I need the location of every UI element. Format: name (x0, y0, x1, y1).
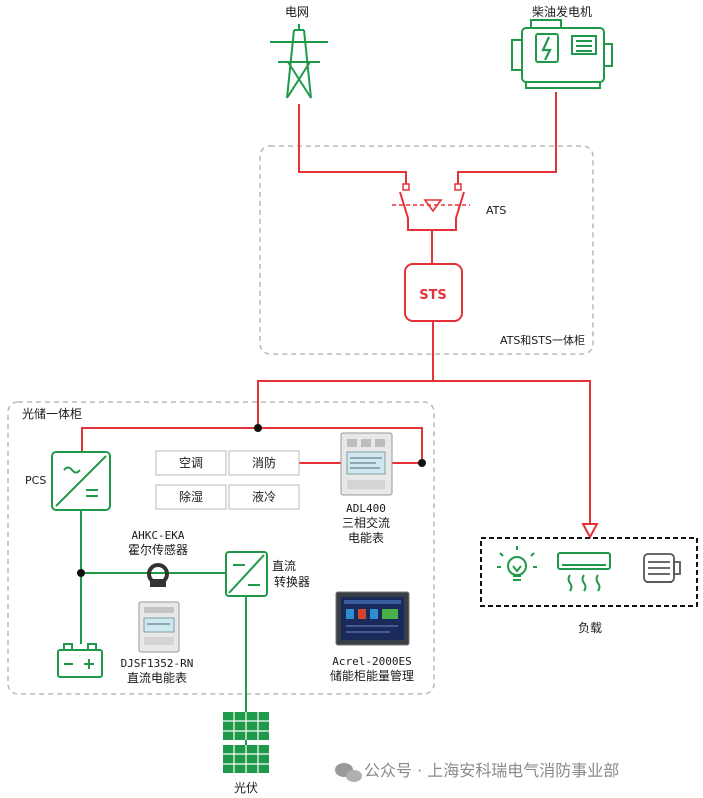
ats-switch-icon (392, 191, 470, 264)
ats-label: ATS (486, 204, 506, 217)
ats-sts-cabinet-border (259, 145, 594, 355)
ems-desc-label: 储能柜能量管理 (330, 668, 414, 683)
junction-dot (254, 424, 262, 432)
ems-model-label: Acrel-2000ES (332, 655, 411, 668)
sts-label: STS (419, 288, 447, 303)
fire-box (228, 450, 300, 476)
watermark-text: 公众号 · 上海安科瑞电气消防事业部 (364, 761, 619, 780)
pcs-icon (51, 451, 111, 511)
hall-desc-label: 霍尔传感器 (128, 542, 188, 557)
fire-label: 消防 (252, 455, 276, 470)
load-box (480, 537, 698, 607)
ac-bus-line (257, 380, 591, 524)
liquid-cool-label: 液冷 (252, 489, 276, 504)
grid-tower-icon (270, 24, 328, 99)
storage-cabinet-label: 光储一体柜 (22, 406, 82, 421)
pv-label: 光伏 (234, 781, 258, 795)
aircon-label: 空调 (179, 456, 203, 470)
pcs-label: PCS (25, 474, 46, 487)
grid-feed-line (298, 104, 407, 184)
djsf-model-label: DJSF1352-RN (121, 657, 194, 670)
hall-model-label: AHKC-EKA (132, 529, 185, 542)
motor-icon (643, 553, 681, 583)
storage-cabinet-border (7, 401, 435, 695)
aircon-box (155, 450, 227, 476)
adl400-meter-icon (340, 432, 393, 496)
generator-label: 柴油发电机 (532, 4, 592, 19)
junction-dot (418, 459, 426, 467)
gen-feed-line (457, 92, 557, 184)
djsf-meter-icon (138, 601, 180, 653)
generator-icon (511, 19, 613, 89)
dcdc-label-2: 转换器 (274, 574, 310, 589)
adl400-model-label: ADL400 (346, 502, 386, 515)
pcs-ac-line (81, 427, 423, 463)
air-conditioner-icon (557, 552, 611, 592)
wechat-icon (335, 763, 362, 782)
ems-screen-icon (335, 591, 410, 646)
junction-dot (77, 569, 85, 577)
ats-sts-cabinet-label: ATS和STS一体柜 (500, 333, 585, 347)
load-arrow-icon (581, 523, 599, 540)
grid-label: 电网 (285, 5, 309, 19)
adl400-desc2-label: 电能表 (348, 531, 384, 545)
dehumid-box (155, 484, 227, 510)
light-bulb-icon (497, 546, 537, 581)
adl400-desc1-label: 三相交流 (342, 515, 390, 530)
load-label: 负载 (578, 621, 602, 635)
dc-converter-icon (225, 551, 268, 597)
pv-panel-icon (223, 712, 269, 773)
dehumid-label: 除湿 (179, 489, 203, 504)
battery-icon (57, 643, 103, 678)
liquid-cool-box (228, 484, 300, 510)
hall-sensor-icon (147, 563, 169, 587)
djsf-desc-label: 直流电能表 (127, 671, 187, 685)
dcdc-label-1: 直流 (272, 559, 296, 573)
